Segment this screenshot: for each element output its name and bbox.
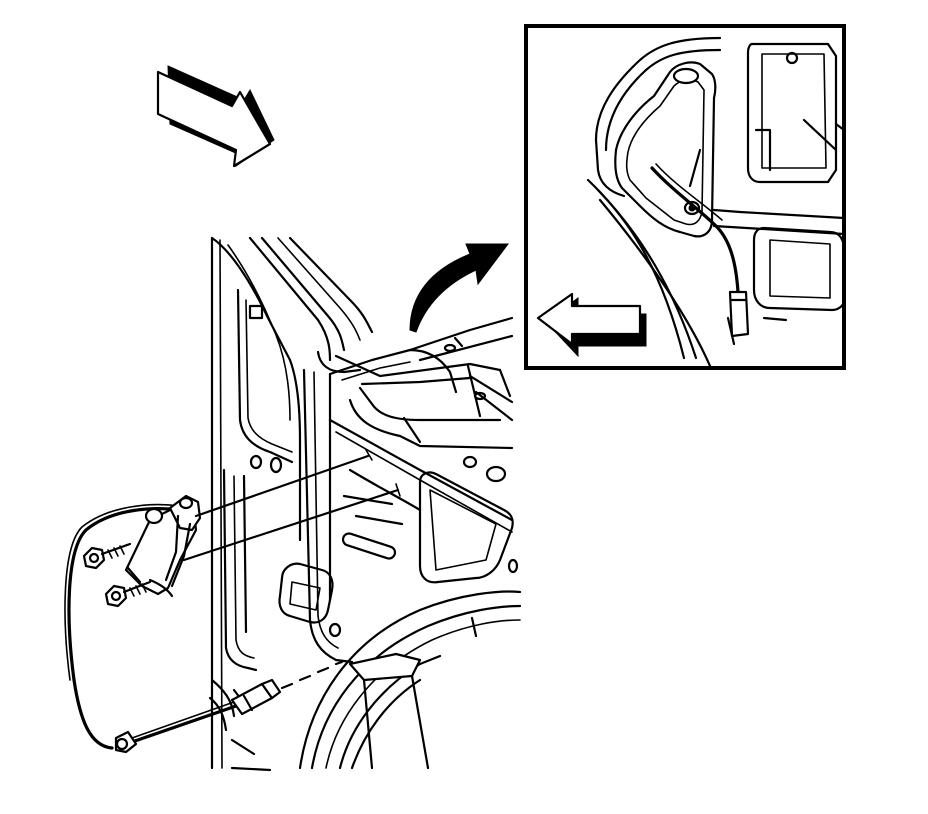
alignment-lines [182,449,401,690]
antenna-cable [64,503,238,750]
bracket-bolt-upper [82,542,132,570]
bracket-bolt-lower [104,580,152,608]
cable-connector [114,678,282,754]
body-panel [208,236,519,772]
wheelhouse-arch [298,590,522,770]
routing-arrow [409,243,509,333]
direction-arrow-main [156,65,275,168]
inset-direction-arrow [536,292,647,358]
cable-bracket [124,494,202,598]
